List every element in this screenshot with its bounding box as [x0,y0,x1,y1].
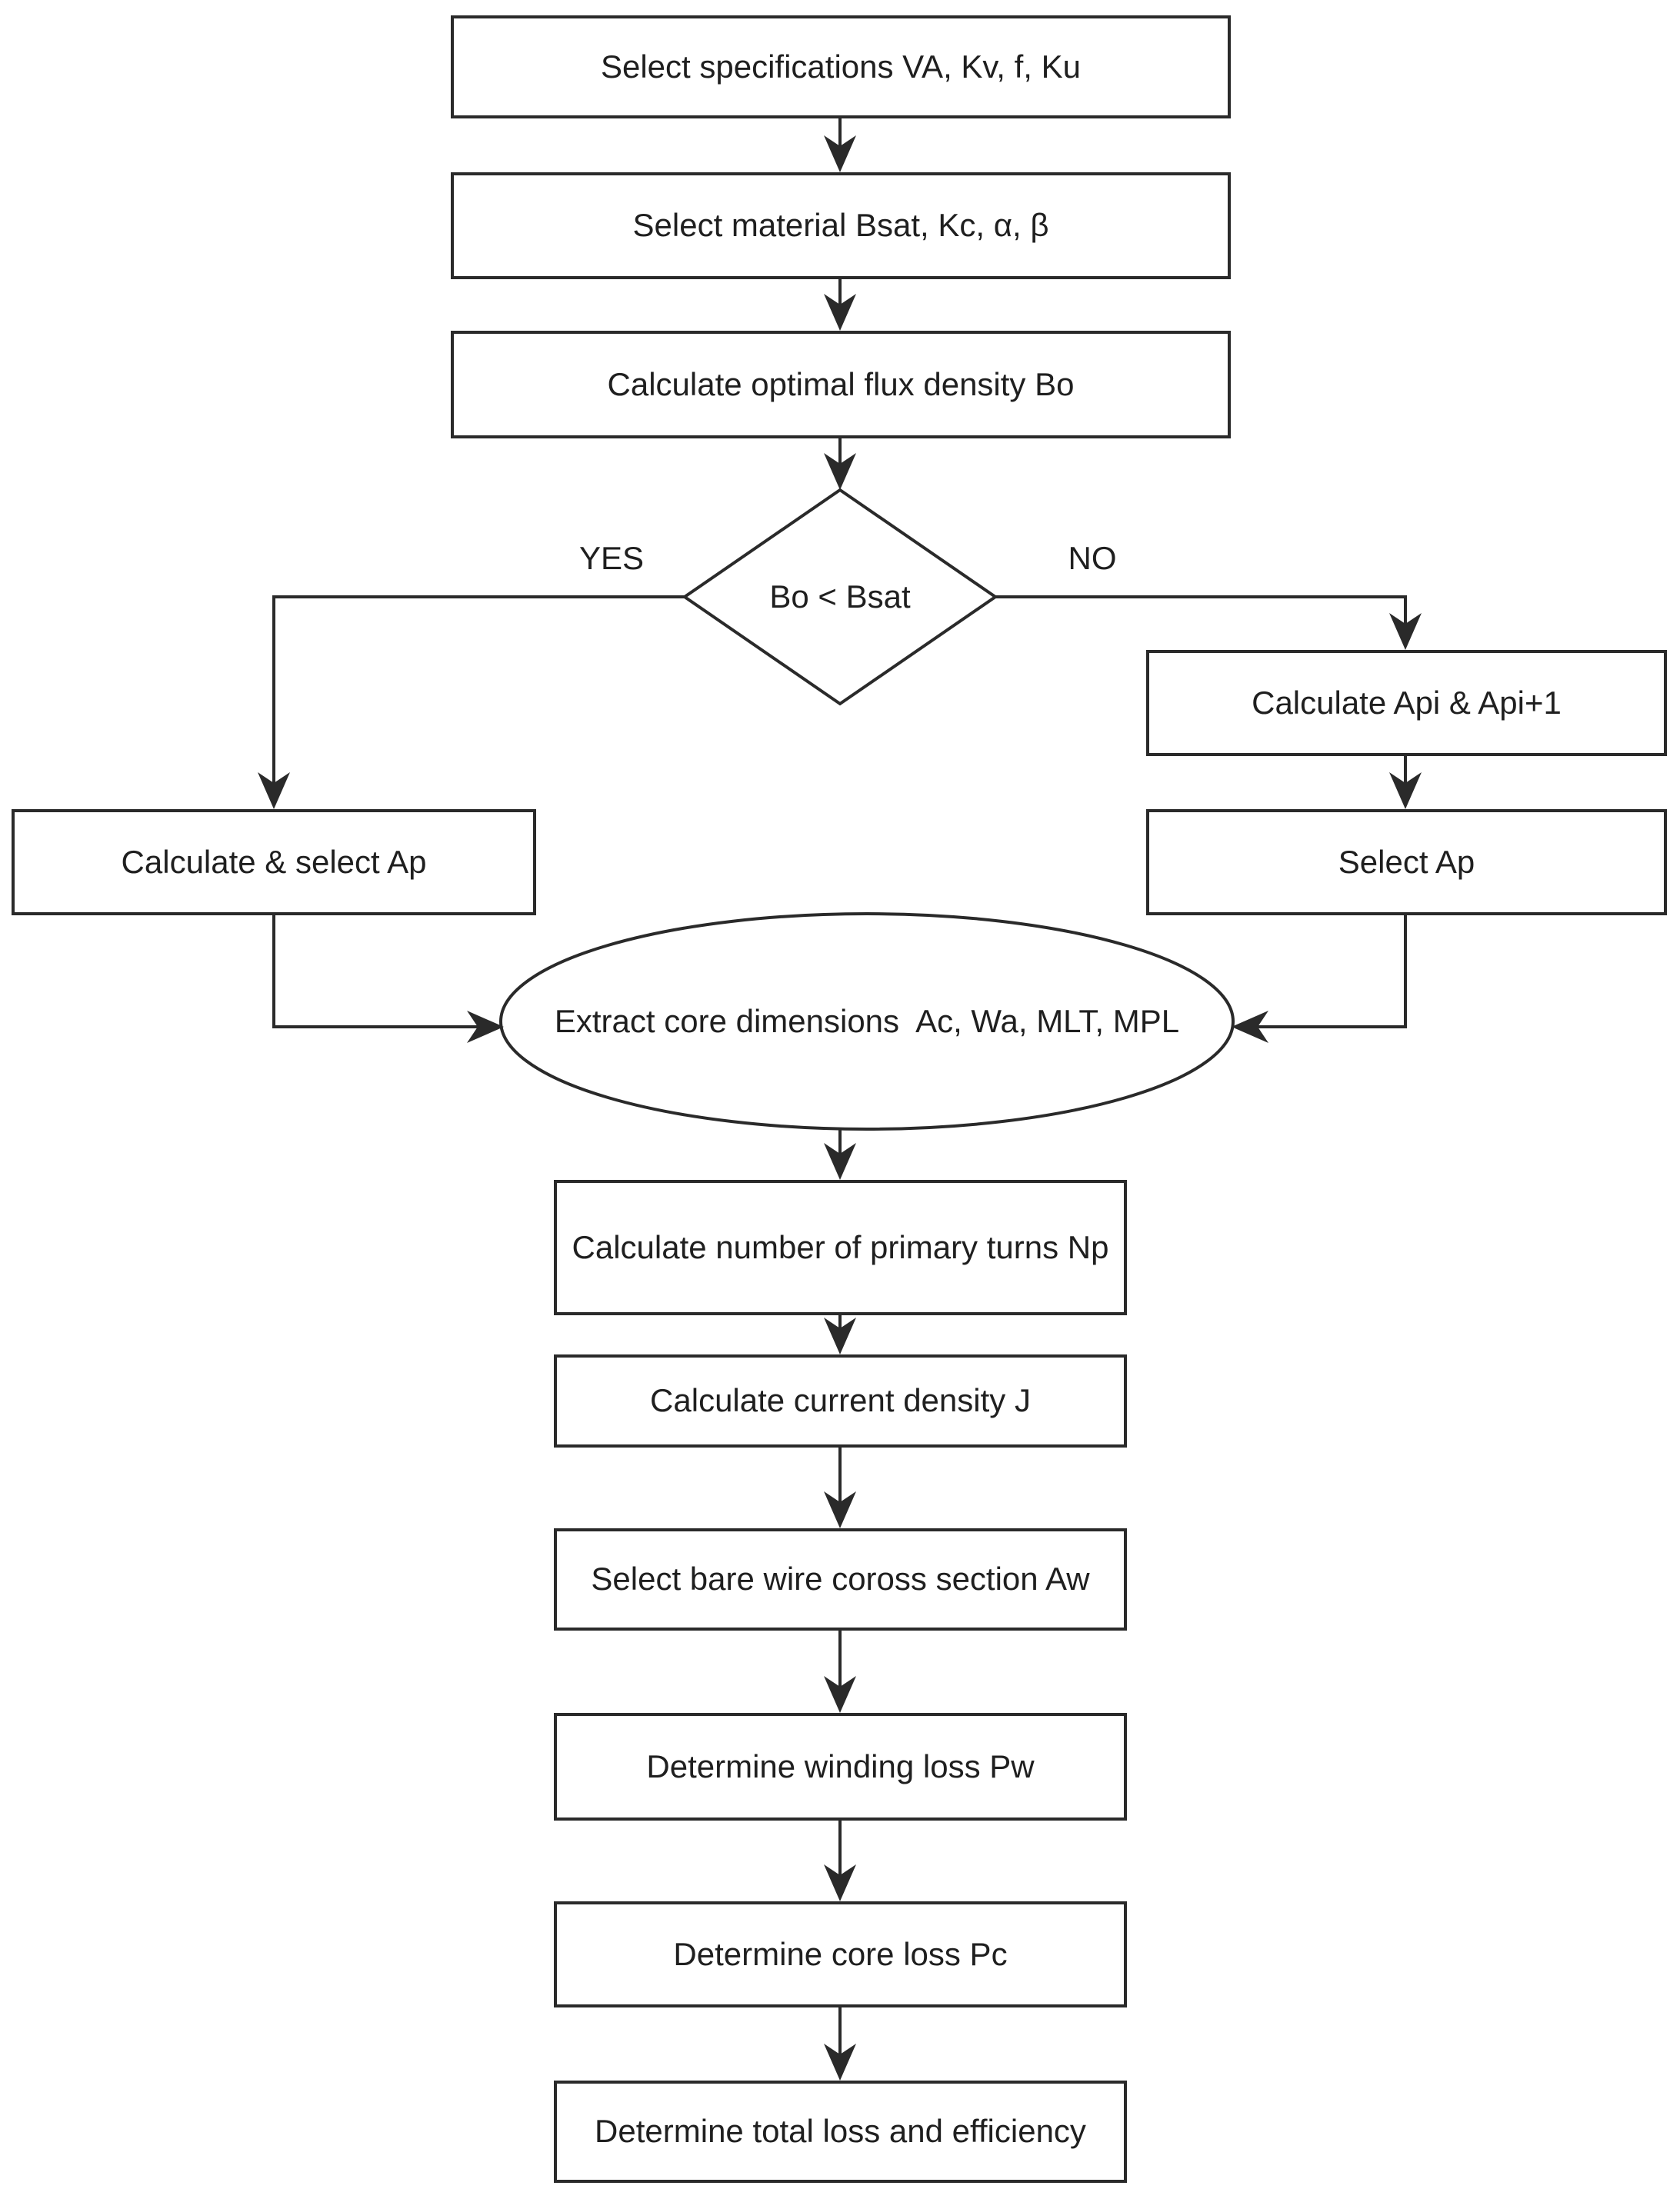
node-calc-primary-turns: Calculate number of primary turns Np [554,1180,1127,1315]
arrowhead-wire-to-windingloss [824,1676,856,1713]
node-decision-label: Bo < Bsat [769,578,911,615]
node-select-material-label: Select material Bsat, Kc, α, β [632,207,1049,244]
decision-diamond-shape [682,488,998,706]
arrowhead-selectap-to-core [1232,1011,1268,1043]
edge-selectap-to-core-line [1256,915,1407,1028]
node-core-loss-label: Determine core loss Pc [673,1935,1008,1972]
node-select-ap: Select Ap [1146,809,1667,915]
node-calc-api-label: Calculate Api & Api+1 [1252,684,1562,721]
edge-label-no: NO [1068,539,1117,576]
node-calc-primary-turns-label: Calculate number of primary turns Np [572,1228,1109,1265]
node-extract-core-label: Extract core dimensions Ac, Wa, MLT, MPL [554,1002,1180,1039]
node-select-bare-wire: Select bare wire coross section Aw [554,1528,1127,1631]
extract-core-ellipse-shape [499,912,1235,1131]
node-calc-select-ap-label: Calculate & select Ap [121,843,427,880]
arrowhead-calcselectap-to-core [467,1011,504,1043]
arrowhead-turns-to-density [824,1318,856,1354]
edge-calcselectap-to-core-line [272,915,479,1028]
node-select-specifications: Select specifications VA, Kv, f, Ku [451,15,1231,118]
node-select-specifications-label: Select specifications VA, Kv, f, Ku [600,48,1082,85]
node-total-loss-label: Determine total loss and efficiency [595,2113,1086,2150]
arrowhead-density-to-wire [824,1491,856,1528]
node-select-ap-label: Select Ap [1338,843,1475,880]
node-winding-loss-label: Determine winding loss Pw [646,1748,1035,1784]
node-calc-api: Calculate Api & Api+1 [1146,650,1667,756]
node-total-loss: Determine total loss and efficiency [554,2081,1127,2183]
arrowhead-specs-to-material [824,135,856,172]
node-select-material: Select material Bsat, Kc, α, β [451,172,1231,279]
edge-label-yes: YES [578,539,645,576]
node-calc-flux-density: Calculate optimal flux density Bo [451,331,1231,438]
edge-decision-yes-line [272,595,685,785]
edge-decision-no-line [995,595,1407,625]
node-calc-current-density: Calculate current density J [554,1354,1127,1448]
node-calc-select-ap: Calculate & select Ap [12,809,536,915]
arrowhead-coreloss-to-totalloss [824,2044,856,2081]
node-core-loss: Determine core loss Pc [554,1901,1127,2007]
node-calc-flux-density-label: Calculate optimal flux density Bo [607,365,1075,402]
node-winding-loss: Determine winding loss Pw [554,1713,1127,1821]
arrowhead-decision-yes [258,772,290,809]
arrowhead-material-to-flux [824,294,856,331]
arrowhead-core-to-turns [824,1143,856,1180]
arrowhead-api-to-selectap [1389,772,1422,809]
arrowhead-windingloss-to-coreloss [824,1864,856,1901]
arrowhead-flux-to-decision [824,453,856,490]
node-calc-current-density-label: Calculate current density J [650,1382,1031,1419]
arrowhead-decision-no [1389,613,1422,650]
node-select-bare-wire-label: Select bare wire coross section Aw [591,1561,1090,1598]
